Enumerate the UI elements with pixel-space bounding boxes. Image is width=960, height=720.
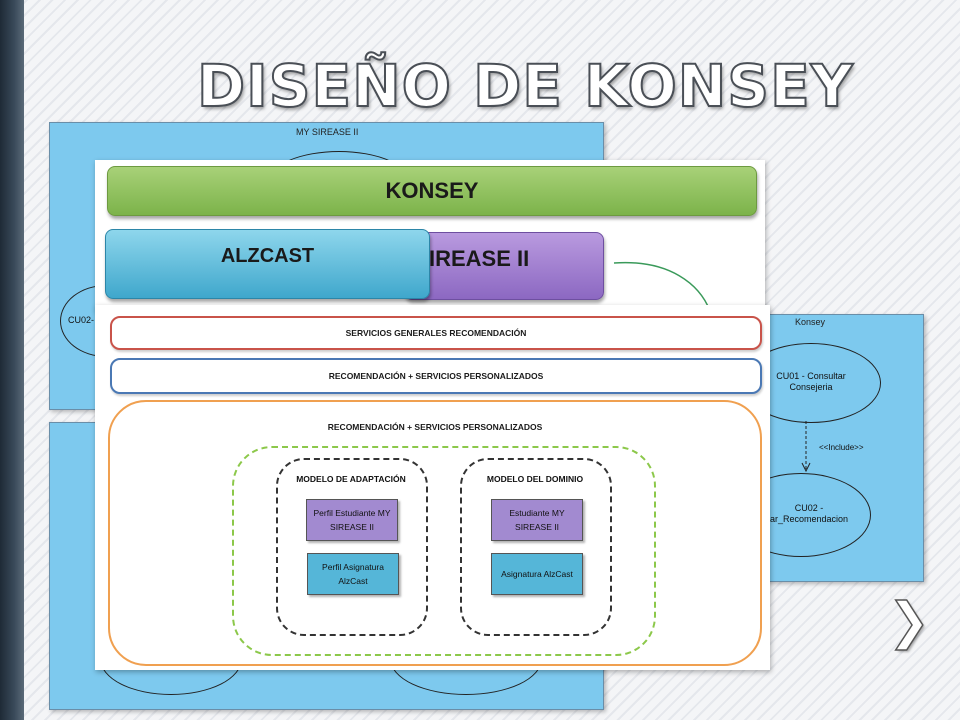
models-dashed-container <box>232 446 656 656</box>
personalized-services-bar: RECOMENDACIÓN + SERVICIOS PERSONALIZADOS <box>110 358 762 394</box>
konsey-layer: KONSEY <box>107 166 757 216</box>
uml-title-my-sirease: MY SIREASE II <box>296 127 359 137</box>
uml-title-konsey: Konsey <box>795 317 826 327</box>
domain-model-box <box>460 458 612 636</box>
adaptation-model-title: MODELO DE ADAPTACIÓN <box>296 474 406 484</box>
personalized-services-title: RECOMENDACIÓN + SERVICIOS PERSONALIZADOS <box>280 420 590 434</box>
student-card: Estudiante MY SIREASE II <box>491 499 583 541</box>
domain-model-title: MODELO DEL DOMINIO <box>486 474 584 484</box>
use-case-label-cu01: CU01 - Consultar Consejeria <box>776 371 846 392</box>
use-case-label-cu02-right: CU02 - ar_Recomendacion <box>769 503 849 524</box>
use-case-label-cu02: CU02- <box>68 315 95 325</box>
profile-student-card: Perfil Estudiante MY SIREASE II <box>306 499 398 541</box>
include-arrow <box>801 421 811 473</box>
alzcast-layer: ALZCAST <box>105 229 430 299</box>
uml-diagram-konsey: Konsey CU01 - Consultar Consejeria <<Inc… <box>731 314 924 582</box>
chevron-right-icon[interactable]: ❯ <box>887 593 930 649</box>
left-decor-bar <box>0 0 24 720</box>
slide-title: DISEÑO DE KONSEY <box>196 51 854 121</box>
connector-arc <box>613 261 711 312</box>
sirease-layer: IREASE II <box>404 232 604 300</box>
profile-subject-card: Perfil Asignatura AlzCast <box>307 553 399 595</box>
include-label: <<Include>> <box>819 443 864 452</box>
subject-card: Asignatura AlzCast <box>491 553 583 595</box>
adaptation-model-box <box>276 458 428 636</box>
general-services-bar: SERVICIOS GENERALES RECOMENDACIÓN <box>110 316 762 350</box>
